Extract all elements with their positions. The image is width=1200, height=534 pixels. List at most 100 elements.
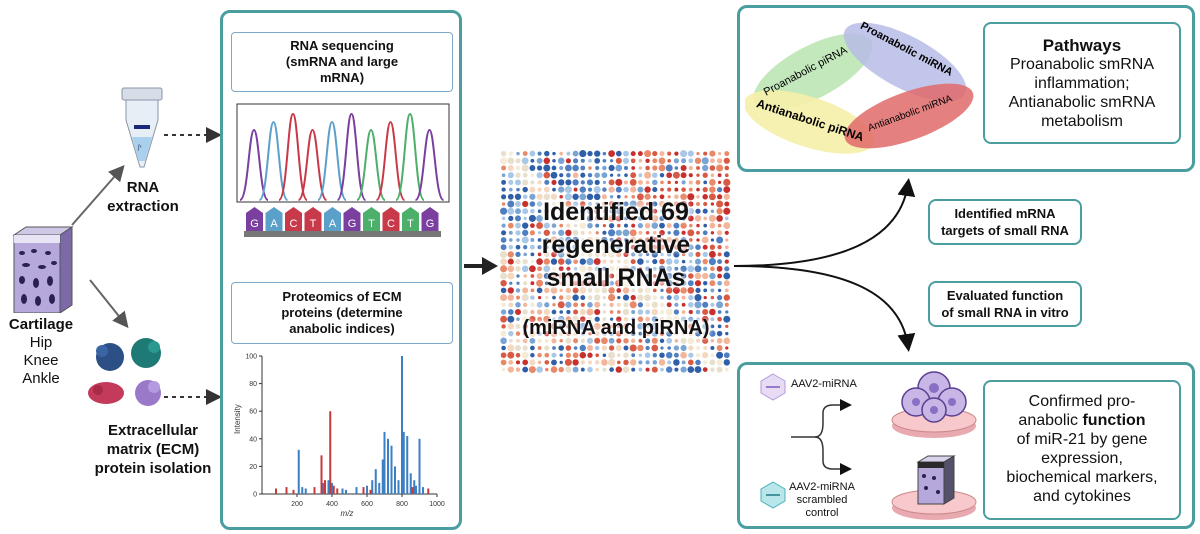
heatmap-cell — [659, 222, 665, 229]
heatmap-cell — [723, 315, 731, 323]
heatmap-cell — [615, 178, 623, 186]
heatmap-cell — [566, 216, 571, 221]
heatmap-cell — [515, 208, 521, 215]
heatmap-cell — [537, 180, 542, 185]
heatmap-cell — [537, 295, 542, 300]
heatmap-cell — [703, 281, 708, 286]
heatmap-cell — [724, 151, 730, 157]
heatmap-cell — [652, 208, 658, 214]
heatmap-cell — [710, 238, 715, 242]
heatmap-cell — [673, 222, 680, 229]
heatmap-cell — [652, 165, 658, 171]
heatmap-cell — [623, 338, 629, 344]
heatmap-cell — [637, 309, 644, 315]
heatmap-cell — [680, 366, 687, 373]
heatmap-cell — [667, 346, 672, 350]
heatmap-cell — [637, 222, 644, 229]
heatmap-cell — [573, 259, 578, 264]
heatmap-cell — [703, 223, 708, 228]
heatmap-cell — [680, 164, 687, 172]
heatmap-cell — [667, 209, 671, 213]
heatmap-cell — [602, 259, 607, 264]
heatmap-cell — [515, 201, 521, 207]
heatmap-cell — [724, 216, 729, 221]
heatmap-cell — [609, 324, 614, 329]
heatmap-cell — [702, 323, 709, 330]
cartilage-label: Cartilage Hip Knee Ankle — [0, 316, 82, 388]
heatmap-cell — [559, 353, 563, 357]
heatmap-cell — [696, 346, 700, 350]
heatmap-cell — [507, 251, 514, 258]
heatmap-cell — [667, 216, 672, 221]
heatmap-cell — [501, 367, 506, 372]
svg-text:ʃˢ: ʃˢ — [137, 145, 141, 151]
cartilage-title: Cartilage — [8, 316, 74, 333]
heatmap-cell — [638, 216, 643, 221]
heatmap-cell — [544, 150, 550, 157]
heatmap-cell — [602, 158, 607, 163]
heatmap-cell — [529, 337, 536, 344]
heatmap-cell — [579, 316, 586, 323]
heatmap-cell — [652, 352, 658, 358]
heatmap-cell — [651, 316, 658, 323]
heatmap-cell — [681, 295, 686, 300]
heatmap-cell — [630, 359, 637, 366]
heatmap-cell — [616, 202, 621, 206]
heatmap-cell — [681, 187, 686, 192]
heatmap-cell — [694, 294, 702, 302]
heatmap-cell — [637, 179, 643, 185]
heatmap-cell — [652, 151, 658, 157]
heatmap-cell — [638, 338, 643, 343]
heatmap-cell — [645, 259, 650, 264]
heatmap-cell — [694, 258, 702, 265]
heatmap-cell — [500, 315, 507, 323]
heatmap-cell — [608, 265, 615, 272]
ms-peak-bar — [285, 487, 288, 494]
heatmap-cell — [681, 310, 686, 314]
heatmap-cell — [723, 359, 731, 366]
heatmap-cell — [695, 309, 701, 315]
heatmap-cell — [665, 279, 673, 287]
heatmap-cell — [688, 187, 693, 192]
ms-peak-bar — [401, 356, 403, 494]
heatmap-cell — [674, 194, 679, 200]
heatmap-cell — [558, 266, 564, 272]
heatmap-cell — [552, 159, 556, 163]
heatmap-cell — [521, 157, 529, 165]
heatmap-cell — [550, 330, 558, 337]
heatmap-cell — [564, 164, 572, 172]
heatmap-cell — [515, 222, 521, 229]
base-tile: G — [343, 207, 361, 231]
ms-ytick-label: 80 — [249, 381, 257, 388]
heatmap-cell — [615, 208, 622, 215]
ms-peak-bar — [387, 438, 389, 494]
heatmap-cell — [552, 317, 556, 322]
base-tile: C — [285, 207, 302, 231]
heatmap-cell — [508, 360, 514, 365]
heatmap-cell — [566, 172, 571, 178]
heatmap-cell — [673, 229, 680, 236]
ms-peak-bar — [418, 438, 421, 494]
base-tile: G — [421, 207, 439, 231]
base-letter: C — [290, 218, 298, 230]
heatmap-cell — [681, 180, 686, 185]
heatmap-cell — [680, 193, 687, 201]
heatmap-cell — [586, 243, 594, 251]
heatmap-cell — [665, 287, 673, 294]
heatmap-cell — [645, 331, 651, 337]
heatmap-cell — [629, 200, 637, 208]
heatmap-cell — [602, 165, 607, 171]
heatmap-cell — [543, 272, 550, 280]
heatmap-cell — [659, 280, 665, 286]
heatmap-cell — [559, 165, 564, 171]
heatmap-cell — [516, 238, 520, 242]
heatmap-cell — [687, 207, 695, 215]
heatmap-cell — [724, 288, 729, 293]
heatmap-cell — [543, 171, 551, 179]
heatmap-cell — [701, 315, 709, 323]
heatmap-cell — [688, 165, 693, 171]
heatmap-cell — [544, 338, 549, 343]
heatmap-cell — [594, 179, 600, 185]
heatmap-cell — [508, 215, 514, 222]
heatmap-cell — [703, 360, 708, 365]
